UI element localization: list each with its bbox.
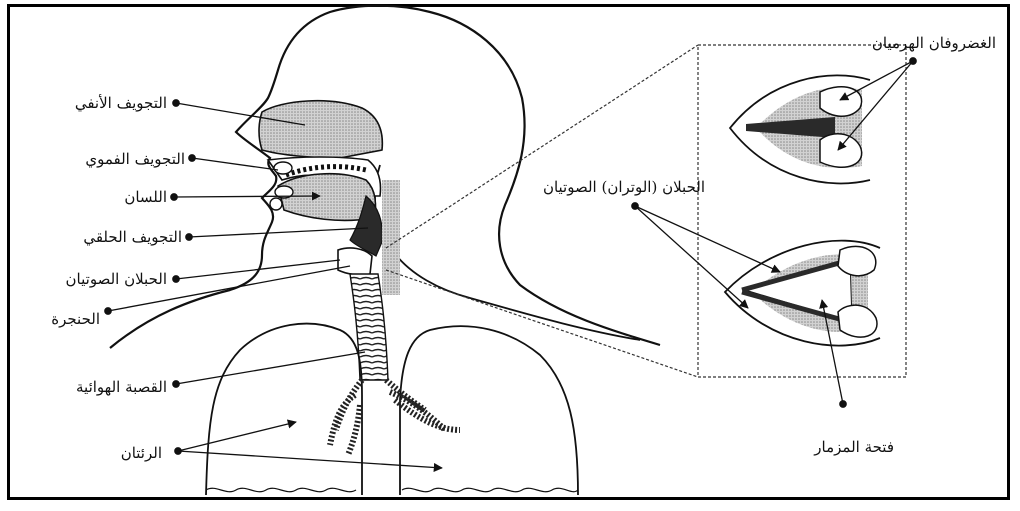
lip-tip <box>270 198 282 210</box>
label-nasal-cavity: التجويف الأنفي <box>75 94 167 112</box>
label-vocal-cords-inset: الحبلان (الوتران) الصوتيان <box>543 178 705 196</box>
leader-lines-right <box>632 58 916 407</box>
pharynx-back-wall <box>382 180 400 295</box>
larynx-shape <box>338 248 372 275</box>
nasal-cavity-shape <box>259 101 382 158</box>
label-trachea: القصبة الهوائية <box>76 378 167 396</box>
lung-bottom-edge-right <box>402 488 578 491</box>
label-tongue: اللسان <box>124 188 167 206</box>
arytenoid-bottom-a <box>838 246 876 275</box>
label-vocal-cords: الحبلان الصوتيان <box>66 270 167 288</box>
label-larynx: الحنجرة <box>51 310 100 328</box>
bronchi-right <box>386 380 460 430</box>
label-arytenoid-cartilages: الغضروفان الهرميان <box>872 34 996 52</box>
label-oral-cavity: التجويف الفموي <box>85 150 185 168</box>
label-pharyngeal-cavity: التجويف الحلقي <box>83 228 182 246</box>
label-glottis: فتحة المزمار <box>814 438 894 456</box>
zoom-line-top <box>386 45 698 248</box>
label-lungs: الرئتان <box>121 444 162 462</box>
lung-bottom-edge <box>206 488 356 491</box>
zoom-line-bottom <box>386 270 698 377</box>
head-outline <box>110 6 660 348</box>
bronchi-left <box>330 380 362 455</box>
upper-lip <box>274 162 292 174</box>
arytenoid-bottom-b <box>838 305 877 337</box>
